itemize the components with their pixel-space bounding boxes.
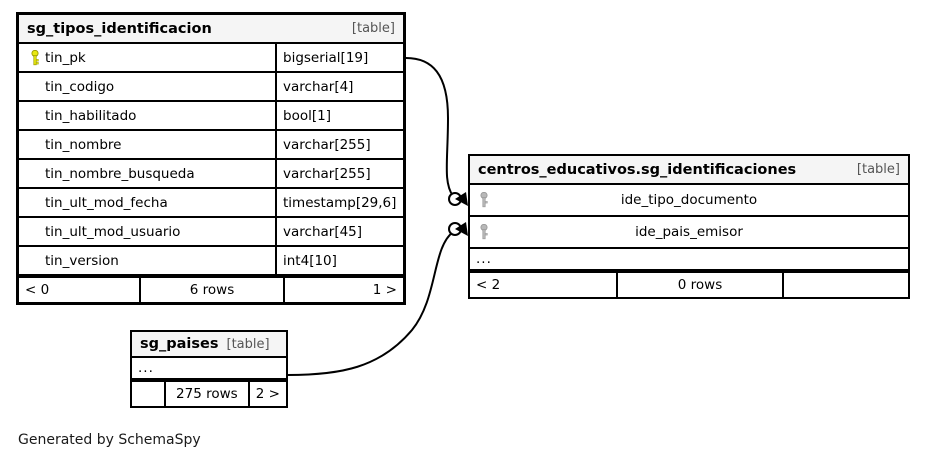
crowsfoot-arrow-pais-emisor: [455, 222, 468, 236]
table-type-tag: [table]: [226, 336, 270, 352]
column-type: varchar[4]: [275, 73, 403, 100]
column-type: bigserial[19]: [275, 44, 403, 71]
column-name-cell: tin_ult_mod_usuario: [19, 218, 275, 245]
table-row[interactable]: ide_tipo_documento: [470, 185, 908, 217]
table-header: sg_paises [table]: [132, 332, 286, 358]
table-sg-paises[interactable]: sg_paises [table] ... 275 rows 2 >: [130, 330, 288, 408]
table-row[interactable]: tin_ult_mod_fecha timestamp[29,6]: [19, 189, 403, 218]
table-footer: 275 rows 2 >: [132, 380, 286, 406]
column-type: timestamp[29,6]: [275, 189, 403, 216]
key-icon-gray: [474, 224, 494, 240]
footer-row-count: 6 rows: [139, 278, 285, 302]
crowsfoot-arrow-tipo-documento: [455, 192, 468, 206]
table-title: sg_tipos_identificacion: [27, 20, 212, 37]
table-footer: < 0 6 rows 1 >: [19, 276, 403, 302]
footer-prev-count[interactable]: < 0: [25, 282, 50, 298]
column-name: tin_ult_mod_usuario: [45, 223, 181, 240]
table-title: sg_paises: [140, 336, 219, 352]
more-columns-indicator[interactable]: ...: [470, 249, 908, 271]
more-columns-indicator[interactable]: ...: [132, 358, 286, 380]
column-name: tin_pk: [45, 49, 86, 66]
footer-row-count: 0 rows: [616, 273, 784, 297]
column-name-cell: tin_ult_mod_fecha: [19, 189, 275, 216]
table-sg-tipos-identificacion[interactable]: sg_tipos_identificacion [table] tin_pk b…: [16, 12, 406, 305]
table-title: centros_educativos.sg_identificaciones: [478, 161, 797, 178]
column-name: tin_codigo: [45, 78, 115, 95]
column-name-cell: tin_nombre: [19, 131, 275, 158]
table-header: centros_educativos.sg_identificaciones […: [470, 156, 908, 185]
table-row[interactable]: tin_nombre varchar[255]: [19, 131, 403, 160]
column-name-cell: tin_nombre_busqueda: [19, 160, 275, 187]
table-sg-identificaciones[interactable]: centros_educativos.sg_identificaciones […: [468, 154, 910, 299]
column-name: tin_nombre_busqueda: [45, 165, 195, 182]
column-type: int4[10]: [275, 247, 403, 274]
key-icon-gray: [474, 192, 494, 208]
footer-next-count[interactable]: 2 >: [255, 386, 280, 402]
table-header: sg_tipos_identificacion [table]: [19, 15, 403, 44]
key-icon-yellow: [25, 49, 45, 66]
table-row[interactable]: tin_habilitado bool[1]: [19, 102, 403, 131]
footer-prev-count[interactable]: [132, 382, 164, 406]
column-name-cell: tin_habilitado: [19, 102, 275, 129]
column-name: tin_habilitado: [45, 107, 137, 124]
footer-prev-count[interactable]: < 2: [476, 277, 501, 293]
column-type: bool[1]: [275, 102, 403, 129]
cardinality-zero-marker: [448, 222, 462, 236]
column-type: varchar[255]: [275, 131, 403, 158]
cardinality-zero-marker: [448, 192, 462, 206]
column-name-cell: tin_version: [19, 247, 275, 274]
table-footer: < 2 0 rows: [470, 271, 908, 297]
column-name: tin_nombre: [45, 136, 122, 153]
column-name: tin_version: [45, 252, 119, 269]
generated-by-caption: Generated by SchemaSpy: [18, 432, 201, 448]
table-type-tag: [table]: [351, 21, 395, 36]
table-row[interactable]: tin_ult_mod_usuario varchar[45]: [19, 218, 403, 247]
footer-row-count: 275 rows: [163, 382, 250, 406]
table-row[interactable]: tin_version int4[10]: [19, 247, 403, 276]
column-name: tin_ult_mod_fecha: [45, 194, 168, 211]
column-type: varchar[255]: [275, 160, 403, 187]
column-type: varchar[45]: [275, 218, 403, 245]
relationship-line-tipo-documento: [405, 57, 454, 197]
table-row[interactable]: tin_nombre_busqueda varchar[255]: [19, 160, 403, 189]
table-row[interactable]: tin_pk bigserial[19]: [19, 44, 403, 73]
column-name: ide_tipo_documento: [620, 192, 758, 208]
footer-next-count[interactable]: [784, 273, 908, 297]
column-name-cell: tin_pk: [19, 44, 275, 71]
column-name: ide_pais_emisor: [635, 224, 743, 240]
table-row[interactable]: ide_pais_emisor: [470, 217, 908, 249]
column-name-cell: tin_codigo: [19, 73, 275, 100]
table-row[interactable]: tin_codigo varchar[4]: [19, 73, 403, 102]
table-type-tag: [table]: [856, 162, 900, 177]
footer-next-count[interactable]: 1 >: [372, 282, 397, 298]
